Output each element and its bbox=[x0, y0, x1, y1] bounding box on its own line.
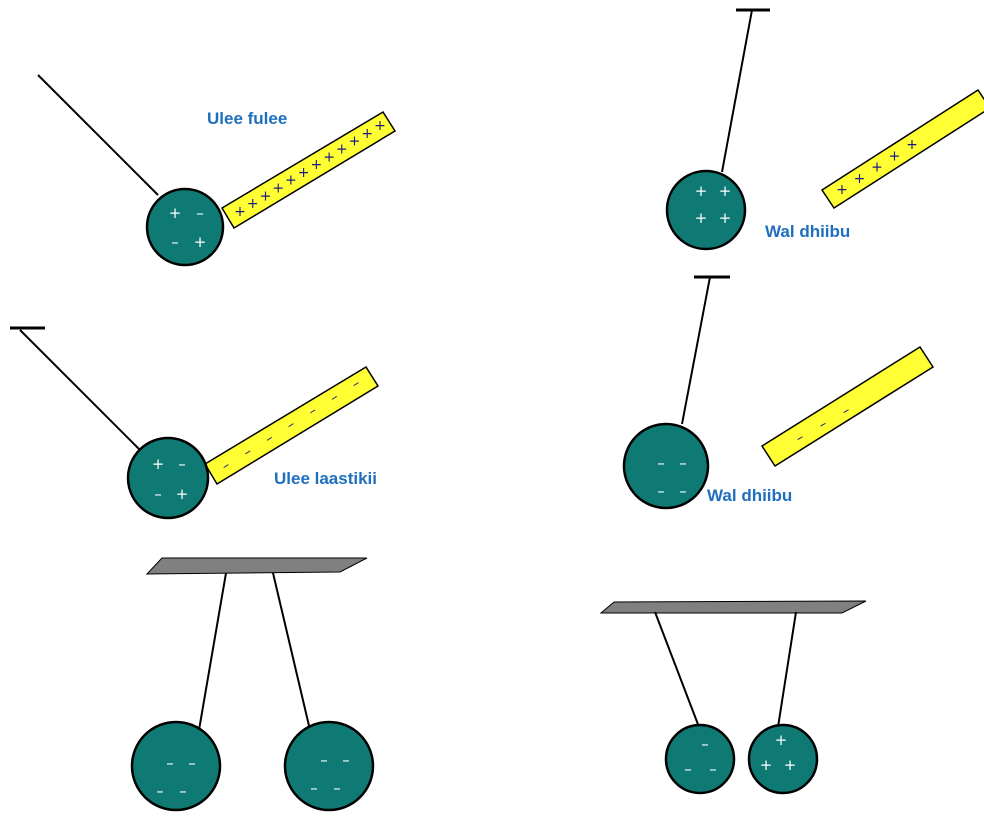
thread bbox=[19, 329, 143, 453]
sphere-charge: – bbox=[684, 760, 692, 778]
rod-charge: + bbox=[349, 134, 361, 150]
rod-charges: ++++++++++++ bbox=[234, 118, 386, 220]
panel-plastic-rod-attraction: ––––––– + – – + Ulee laastikii bbox=[10, 326, 380, 520]
sphere-negative bbox=[664, 723, 736, 795]
rod-charge: + bbox=[854, 171, 866, 187]
rod-charge: + bbox=[889, 148, 901, 164]
rod-charge: + bbox=[871, 160, 883, 176]
rod-charges: + + + + + bbox=[836, 137, 918, 198]
panel-glass-rod-attraction: ++++++++++++ + – – + Ulee fulee bbox=[37, 74, 397, 267]
sphere-charge: + bbox=[719, 182, 732, 200]
sphere bbox=[665, 169, 747, 251]
thread bbox=[777, 611, 797, 728]
sphere-negative-charges: – – – bbox=[684, 735, 717, 778]
thread bbox=[681, 276, 711, 425]
panel-two-negative-spheres: – – – – – – – – bbox=[130, 557, 375, 812]
sphere-charge: – bbox=[679, 482, 687, 500]
panel-repulsion-positive: +++++ + + + + Wal dhiibu bbox=[665, 8, 984, 251]
sphere-charge: – bbox=[320, 751, 328, 769]
label-plastic-rod: Ulee laastikii bbox=[274, 469, 377, 488]
rod-charge: + bbox=[247, 196, 259, 212]
sphere bbox=[126, 436, 210, 520]
sphere-left bbox=[130, 720, 222, 812]
sphere-charges: + + + + bbox=[695, 182, 732, 227]
sphere-charge: – bbox=[333, 779, 341, 797]
thread bbox=[37, 74, 159, 196]
sphere-left-charges: – – – – bbox=[156, 754, 196, 800]
sphere bbox=[622, 422, 710, 510]
sphere-charge: – bbox=[679, 454, 687, 472]
label-glass-rod: Ulee fulee bbox=[207, 109, 287, 128]
sphere-right-charges: – – – – bbox=[310, 751, 350, 797]
support-plate bbox=[145, 557, 368, 575]
sphere-charge: – bbox=[156, 782, 164, 800]
rod-charge: + bbox=[361, 126, 373, 142]
rod-charge: + bbox=[272, 181, 284, 197]
sphere-charge: – bbox=[171, 233, 179, 251]
sphere-charges: – – – – bbox=[657, 454, 687, 500]
glass-rod bbox=[220, 110, 397, 230]
panel-opposite-spheres: – – – + + + bbox=[599, 600, 867, 795]
rod-charge: + bbox=[374, 118, 386, 134]
panel-repulsion-negative: ––– – – – – Wal dhiibu bbox=[622, 275, 935, 510]
rod-charge: + bbox=[234, 204, 246, 220]
support-plate bbox=[599, 600, 867, 614]
thread bbox=[272, 572, 311, 731]
sphere-charge: + bbox=[695, 209, 708, 227]
rod-charge: + bbox=[285, 173, 297, 189]
sphere-charge: – bbox=[178, 455, 186, 473]
sphere-charge: – bbox=[310, 779, 318, 797]
sphere-charge: – bbox=[179, 782, 187, 800]
rod-charge: + bbox=[906, 137, 918, 153]
plastic-rod bbox=[203, 365, 380, 486]
thread bbox=[721, 9, 753, 173]
sphere-charge: + bbox=[176, 485, 189, 503]
sphere-charge: + bbox=[775, 731, 788, 749]
sphere-charge: – bbox=[342, 751, 350, 769]
sphere-positive-charges: + + + bbox=[760, 731, 797, 774]
sphere-charge: + bbox=[169, 204, 182, 222]
sphere-positive bbox=[747, 723, 819, 795]
rod-charge: + bbox=[323, 149, 335, 165]
sphere-charge: – bbox=[701, 735, 709, 753]
sphere-charge: – bbox=[188, 754, 196, 772]
sphere-charge: + bbox=[760, 756, 773, 774]
sphere-charge: + bbox=[152, 455, 165, 473]
rod-charge: + bbox=[260, 188, 272, 204]
label-repulsion: Wal dhiibu bbox=[765, 222, 850, 241]
rod-charge: + bbox=[836, 182, 848, 198]
rod-charge: + bbox=[311, 157, 323, 173]
sphere-charge: – bbox=[657, 454, 665, 472]
glass-rod bbox=[820, 88, 984, 210]
thread bbox=[654, 611, 700, 728]
sphere-charge: – bbox=[154, 485, 162, 503]
label-repulsion: Wal dhiibu bbox=[707, 486, 792, 505]
plastic-rod bbox=[760, 345, 935, 468]
sphere-charge: – bbox=[196, 204, 204, 222]
sphere-charge: + bbox=[194, 233, 207, 251]
sphere-charges: + – – + bbox=[152, 455, 189, 503]
thread bbox=[198, 572, 227, 731]
sphere-right bbox=[283, 720, 375, 812]
sphere-charge: – bbox=[166, 754, 174, 772]
rod-charge: + bbox=[336, 142, 348, 158]
rod-charge: + bbox=[298, 165, 310, 181]
sphere-charges: + – – + bbox=[169, 204, 207, 251]
sphere-charge: – bbox=[657, 482, 665, 500]
sphere-charge: – bbox=[709, 760, 717, 778]
sphere-charge: + bbox=[719, 209, 732, 227]
sphere bbox=[145, 187, 225, 267]
sphere-charge: + bbox=[695, 182, 708, 200]
sphere-charge: + bbox=[784, 756, 797, 774]
